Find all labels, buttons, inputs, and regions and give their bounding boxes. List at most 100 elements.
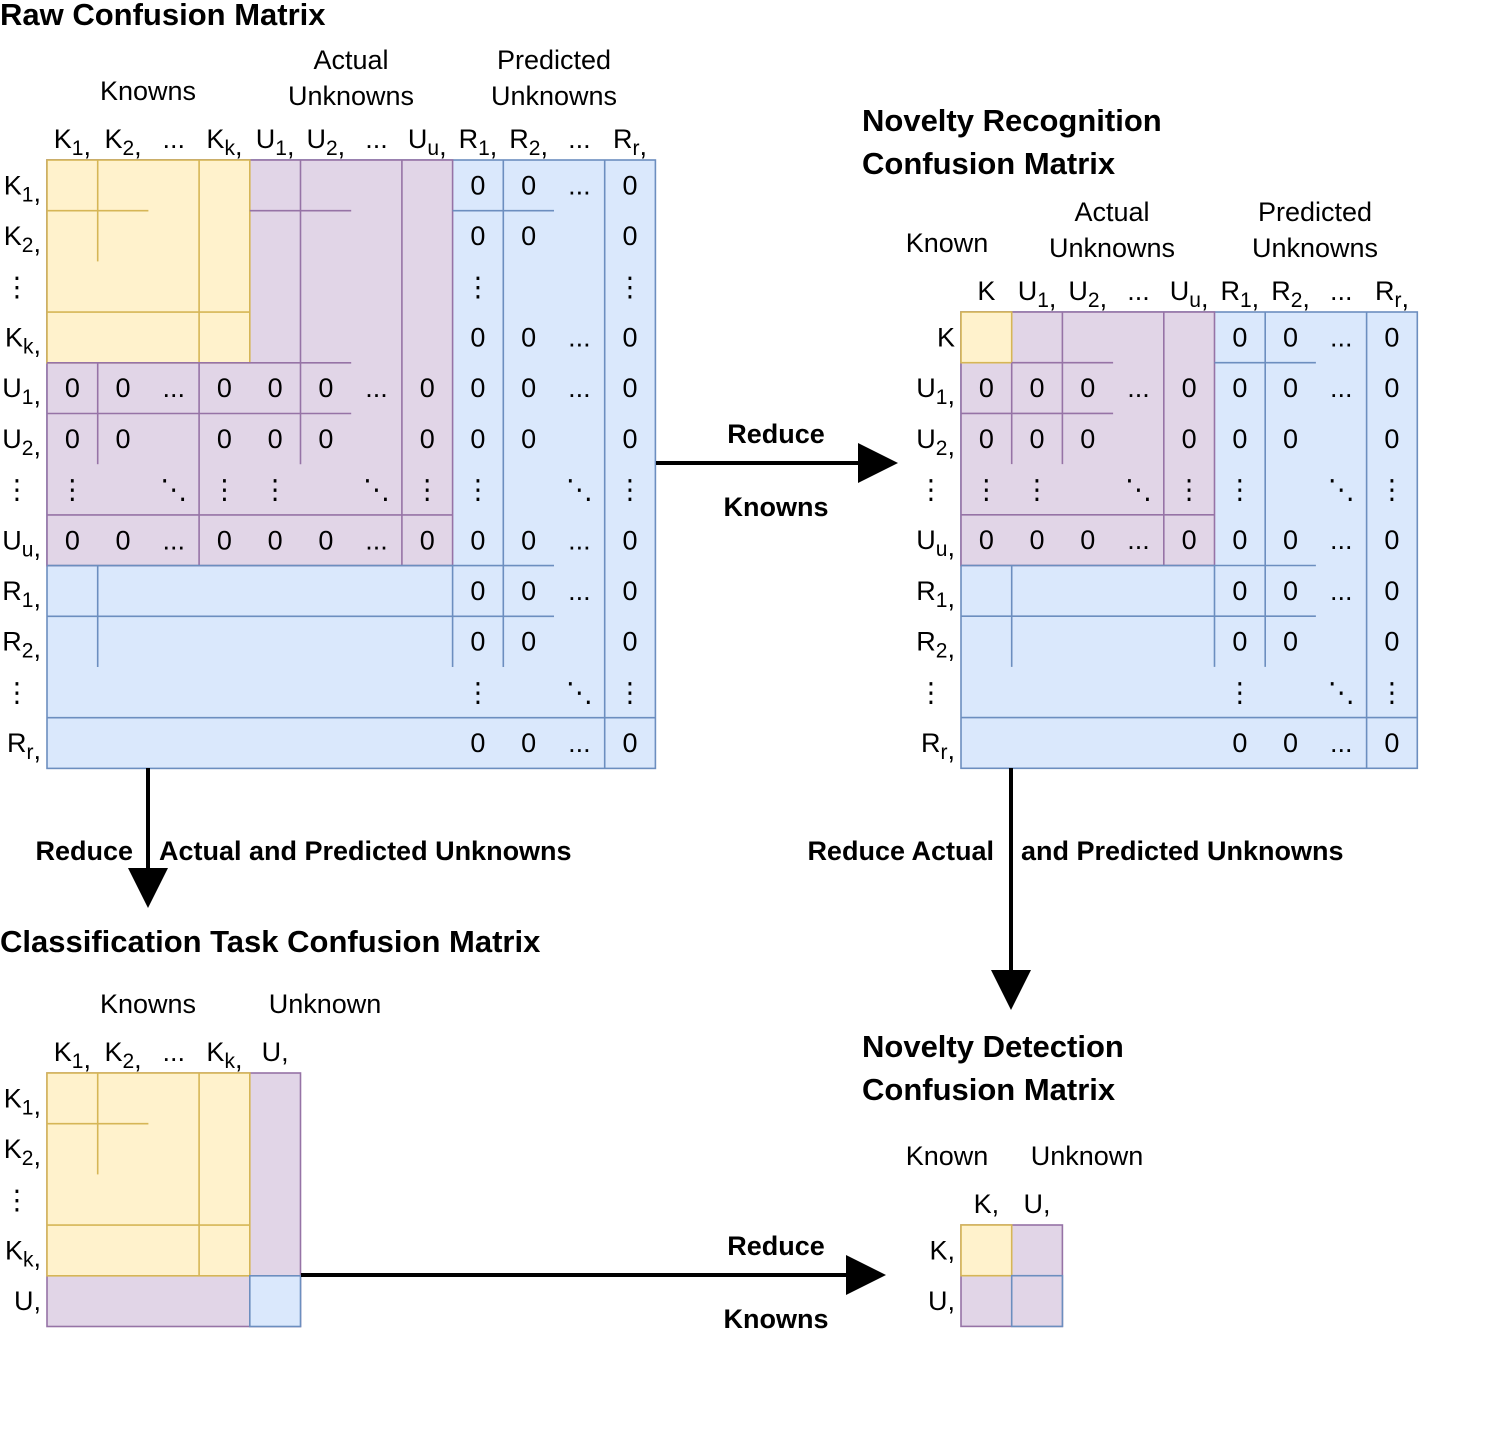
- raw-cell-5-4: 0: [268, 424, 283, 454]
- nr-cell-1-6: 0: [1283, 373, 1298, 403]
- nr-cell-8-5: 0: [1232, 728, 1247, 758]
- raw-cell-7-9: 0: [521, 525, 536, 555]
- nr-col-label-0: K: [977, 276, 995, 306]
- nr-cell-2-6: 0: [1283, 424, 1298, 454]
- raw-cell-6-3: ⋮: [211, 475, 238, 505]
- raw-predicted-unknowns-header-1: Predicted: [497, 45, 611, 75]
- nd-group-headers: Known Unknown: [906, 1141, 1144, 1171]
- nr-cell-1-3: ...: [1127, 373, 1150, 403]
- arrow-reduce-unknowns-right: Reduce Actual and Predicted Unknowns: [807, 768, 1344, 1010]
- cls-row-label-4: U,: [14, 1286, 41, 1316]
- nr-cell-6-8: 0: [1384, 627, 1399, 657]
- nd-known-header: Known: [906, 1141, 989, 1171]
- nr-cell-1-1: 0: [1030, 373, 1045, 403]
- nr-cell-2-5: 0: [1232, 424, 1247, 454]
- raw-cell-9-8: 0: [470, 627, 485, 657]
- raw-cell-6-8: ⋮: [464, 475, 491, 505]
- raw-row-label-2: ⋮: [4, 272, 31, 302]
- raw-cell-6-10: ⋱: [566, 475, 593, 505]
- raw-cell-3-9: 0: [521, 322, 536, 352]
- nr-row-label-4: Uu,: [916, 525, 955, 562]
- raw-col-label-4: U1,: [256, 124, 295, 161]
- nr-col-label-3: ...: [1127, 276, 1150, 306]
- nr-col-label-7: ...: [1330, 276, 1353, 306]
- nr-cell-1-8: 0: [1384, 373, 1399, 403]
- nr-predicted-unknowns-header-1: Predicted: [1258, 197, 1372, 227]
- raw-cell-3-8: 0: [470, 322, 485, 352]
- novelty-recognition-title-line2: Confusion Matrix: [862, 146, 1116, 181]
- nr-actual-unknowns-header-1: Actual: [1074, 197, 1149, 227]
- cls-col-label-4: U,: [262, 1037, 289, 1067]
- raw-cell-5-9: 0: [521, 424, 536, 454]
- classification-matrix: K1,K2,...Kk,U,K1,K2,⋮Kk,U,: [4, 1037, 302, 1328]
- raw-cell-0-8: 0: [470, 170, 485, 200]
- raw-col-label-5: U2,: [306, 124, 345, 161]
- raw-cell-6-0: ⋮: [59, 475, 86, 505]
- nr-cell-3-3: ⋱: [1125, 474, 1152, 504]
- nr-cell-0-5: 0: [1232, 322, 1247, 352]
- classification-matrix-title: Classification Task Confusion Matrix: [0, 924, 541, 959]
- nr-group-headers: Known Actual Unknowns Predicted Unknowns: [906, 197, 1378, 263]
- raw-cell-4-10: ...: [568, 373, 591, 403]
- raw-cell-1-8: 0: [470, 221, 485, 251]
- raw-row-label-3: Kk,: [5, 322, 41, 359]
- nr-col-label-6: R2,: [1271, 276, 1310, 313]
- raw-cell-7-1: 0: [116, 525, 131, 555]
- nr-cell-8-8: 0: [1384, 728, 1399, 758]
- raw-row-label-0: K1,: [4, 170, 41, 207]
- known-known-cell: [960, 1224, 1013, 1277]
- nr-cell-7-8: ⋮: [1378, 677, 1405, 707]
- raw-cell-4-2: ...: [162, 373, 185, 403]
- nr-cell-5-8: 0: [1384, 576, 1399, 606]
- nr-known-header: Known: [906, 228, 989, 258]
- raw-cell-10-11: ⋮: [617, 677, 644, 707]
- raw-cell-0-11: 0: [623, 170, 638, 200]
- raw-cell-3-10: ...: [568, 322, 591, 352]
- raw-cell-5-5: 0: [318, 424, 333, 454]
- raw-cell-11-10: ...: [568, 728, 591, 758]
- raw-cell-8-10: ...: [568, 576, 591, 606]
- raw-cell-6-2: ⋱: [160, 475, 187, 505]
- raw-cell-8-9: 0: [521, 576, 536, 606]
- raw-knowns-header: Knowns: [100, 76, 196, 106]
- raw-cell-6-7: ⋮: [414, 475, 441, 505]
- raw-row-label-11: Rr,: [7, 728, 41, 765]
- arrow-label-reduce: Reduce: [727, 419, 825, 449]
- raw-cell-0-10: ...: [568, 170, 591, 200]
- raw-cell-11-8: 0: [470, 728, 485, 758]
- nr-cell-1-4: 0: [1182, 373, 1197, 403]
- nd-col-label-1: U,: [1024, 1189, 1051, 1219]
- raw-cell-4-7: 0: [420, 373, 435, 403]
- nr-col-label-8: Rr,: [1375, 276, 1409, 313]
- nr-col-label-4: Uu,: [1170, 276, 1209, 313]
- raw-cell-3-11: 0: [623, 322, 638, 352]
- raw-matrix-title: Raw Confusion Matrix: [0, 0, 326, 32]
- raw-row-label-7: Uu,: [2, 525, 41, 562]
- raw-row-label-8: R1,: [2, 576, 41, 613]
- raw-cell-4-4: 0: [268, 373, 283, 403]
- unknown-unknown-cell: [249, 1275, 302, 1328]
- nr-cell-1-0: 0: [979, 373, 994, 403]
- nr-cell-3-1: ⋮: [1024, 474, 1051, 504]
- raw-col-label-1: K2,: [104, 124, 141, 161]
- raw-row-label-4: U1,: [2, 373, 41, 410]
- cls-unknown-header: Unknown: [269, 989, 382, 1019]
- raw-confusion-matrix: K1,K2,...Kk,U1,U2,...Uu,R1,R2,...Rr,K1,K…: [2, 124, 657, 770]
- nr-cell-4-8: 0: [1384, 525, 1399, 555]
- raw-group-headers: Knowns Actual Unknowns Predicted Unknown…: [100, 45, 617, 111]
- arrow-label-predicted-unknowns: and Predicted Unknowns: [1021, 836, 1344, 866]
- nd-row-label-0: K,: [929, 1235, 955, 1265]
- nr-cell-3-7: ⋱: [1328, 474, 1355, 504]
- nr-cell-4-7: ...: [1330, 525, 1353, 555]
- cls-row-label-2: ⋮: [4, 1185, 31, 1215]
- raw-row-label-1: K2,: [4, 221, 41, 258]
- nr-cell-4-2: 0: [1080, 525, 1095, 555]
- raw-row-label-10: ⋮: [4, 677, 31, 707]
- nr-cell-4-6: 0: [1283, 525, 1298, 555]
- nr-predicted-unknowns-header-2: Unknowns: [1252, 233, 1378, 263]
- novelty-recognition-title-line1: Novelty Recognition: [862, 103, 1162, 138]
- raw-cell-4-8: 0: [470, 373, 485, 403]
- arrow-reduce-knowns-bottom: Reduce Knowns: [301, 1231, 886, 1334]
- raw-col-label-11: Rr,: [613, 124, 647, 161]
- nr-cell-7-5: ⋮: [1226, 677, 1253, 707]
